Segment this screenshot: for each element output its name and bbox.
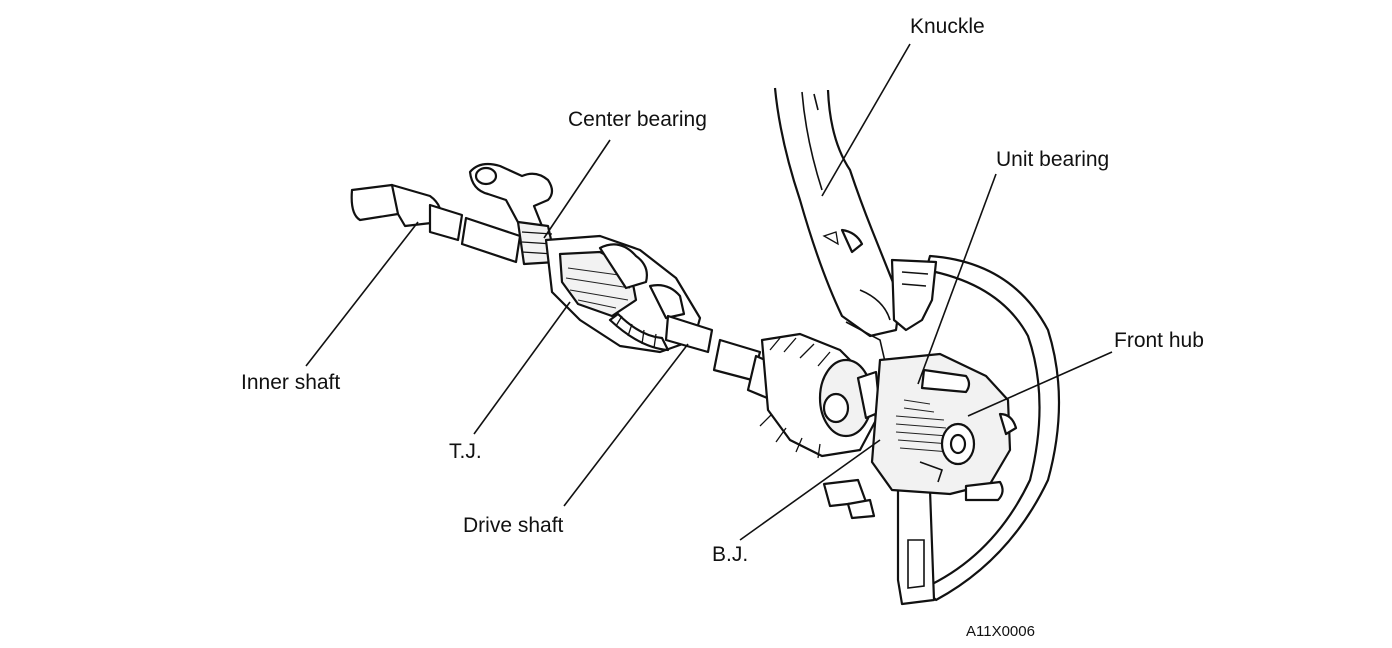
knuckle-drawing [773,87,902,367]
tj-housing-drawing [544,234,702,354]
figure-code: A11X0006 [966,623,1035,640]
leader-tj [473,301,571,435]
label-center-bearing: Center bearing [568,108,707,131]
label-front-hub: Front hub [1114,329,1204,352]
hub-assembly-drawing [822,254,1061,606]
label-bj: B.J. [712,543,749,566]
inner-shaft-drawing [350,183,522,264]
leader-center-bearing [543,139,611,239]
leader-unit-bearing [917,173,997,385]
leader-bj [739,439,881,541]
leader-knuckle [821,43,911,197]
leader-drive-shaft [563,343,689,507]
leader-inner-shaft [305,221,419,367]
label-knuckle: Knuckle [910,15,985,38]
bj-drawing [759,332,882,459]
leader-front-hub [967,351,1113,417]
label-inner-shaft: Inner shaft [241,371,341,394]
label-drive-shaft: Drive shaft [463,514,564,537]
label-tj: T.J. [449,440,482,463]
leader-lines [305,43,1113,541]
label-unit-bearing: Unit bearing [996,148,1110,171]
